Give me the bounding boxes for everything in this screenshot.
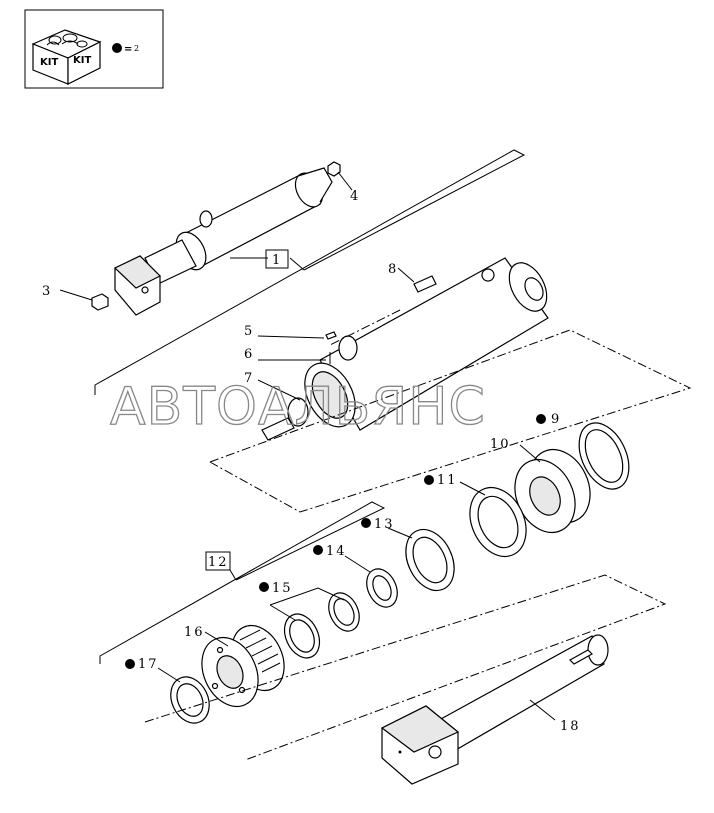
part-15-rings [269,587,360,659]
callout-8: 8 [388,262,398,277]
callout-1: 1 [272,253,282,268]
part-4-bolt [327,161,353,191]
part-11-seal [459,481,527,558]
parts-axis-outline-lower [144,574,667,761]
part-18-piston-rod [380,634,609,785]
kit-equals: = [124,44,132,55]
part-7-fitting [257,379,309,441]
small-cylinder-assembly [113,167,333,316]
kit-box-icon: KIT KIT [31,29,102,85]
callout-3: 3 [42,284,52,299]
kit-bullet-13-icon [361,518,371,528]
callout-15: 15 [272,581,293,596]
kit-bullet-11-icon [424,475,434,485]
callout-1-box [265,249,289,269]
callout-7: 7 [244,371,254,386]
kit-legend: KIT KIT = 2 [24,9,164,89]
part-9-ring [578,422,630,490]
kit-label-right: KIT [73,55,91,66]
part-6-washer [258,352,331,364]
kit-qty: 2 [134,44,141,53]
part-17-ring [157,667,210,724]
kit-bullet-14-icon [313,545,323,555]
kit-legend-frame [24,9,164,89]
callout-12-box [205,551,231,571]
kit-bullet-9-icon [536,414,546,424]
watermark-text: АВТОАЛЬЯНС [110,377,486,437]
callout-5: 5 [244,324,254,339]
callout-16: 16 [184,625,205,640]
part-16-gland [201,624,285,708]
callout-17: 17 [138,657,159,672]
part-10-piston [514,444,591,534]
part-8-screw [329,267,437,346]
callout-9: 9 [551,412,561,427]
part-13-ring [387,527,455,592]
assembly-frame-line [94,149,526,395]
callout-4: 4 [350,189,360,204]
part-5-screw [257,331,337,340]
kit-bullet-17-icon [125,659,135,669]
kit-bullet-icon [112,43,122,53]
parts-axis-outline-upper [209,329,692,513]
callout-14: 14 [326,544,347,559]
callout-6: 6 [244,347,254,362]
cylinder-tube [304,257,549,431]
kit-label-left: KIT [40,57,58,68]
kit-bullet-15-icon [259,582,269,592]
callout-13: 13 [374,517,395,532]
callout-10: 10 [490,437,511,452]
callout-18: 18 [560,719,581,734]
part-3-bolt [59,289,109,311]
part-14-split-ring [344,555,398,608]
group-12-frame-line [99,501,386,664]
callout-12: 12 [208,555,229,570]
callout-11: 11 [437,473,458,488]
